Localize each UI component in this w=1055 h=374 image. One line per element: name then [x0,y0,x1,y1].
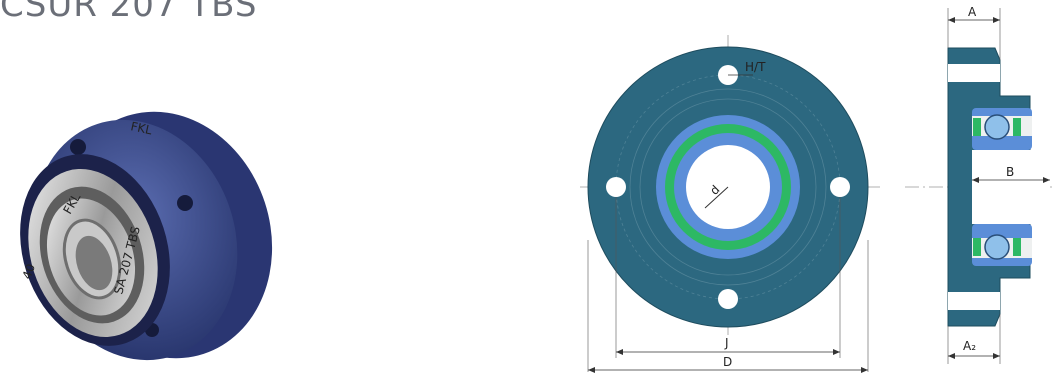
photo-marking: 40 [20,262,38,281]
front-view-drawing: H/T d J D [580,35,880,373]
bolt-hole-left [606,177,626,197]
side-bore [972,150,1050,224]
side-ball [984,234,1010,260]
product-title: CSUR 207 TBS [0,0,258,25]
photo-bolt-hole [70,139,86,155]
side-view-drawing: A B A₂ [905,5,1052,364]
bolt-hole-bottom [718,289,738,309]
label-width: A [968,5,977,19]
photo-brand-mark: FKL [129,119,153,137]
bolt-hole-right [830,177,850,197]
bearing-photo: FKL FKL 40 SA 207 TBS [20,111,273,361]
label-bolt-hole: H/T [745,60,766,74]
label-flange-width: A₂ [963,339,976,353]
photo-bore-inner [75,235,113,291]
photo-bolt-hole [177,195,193,211]
side-ball [984,114,1010,140]
label-outer-diameter: D [723,355,732,369]
label-bolt-circle: J [724,336,729,350]
label-bore-width: B [1006,165,1014,179]
